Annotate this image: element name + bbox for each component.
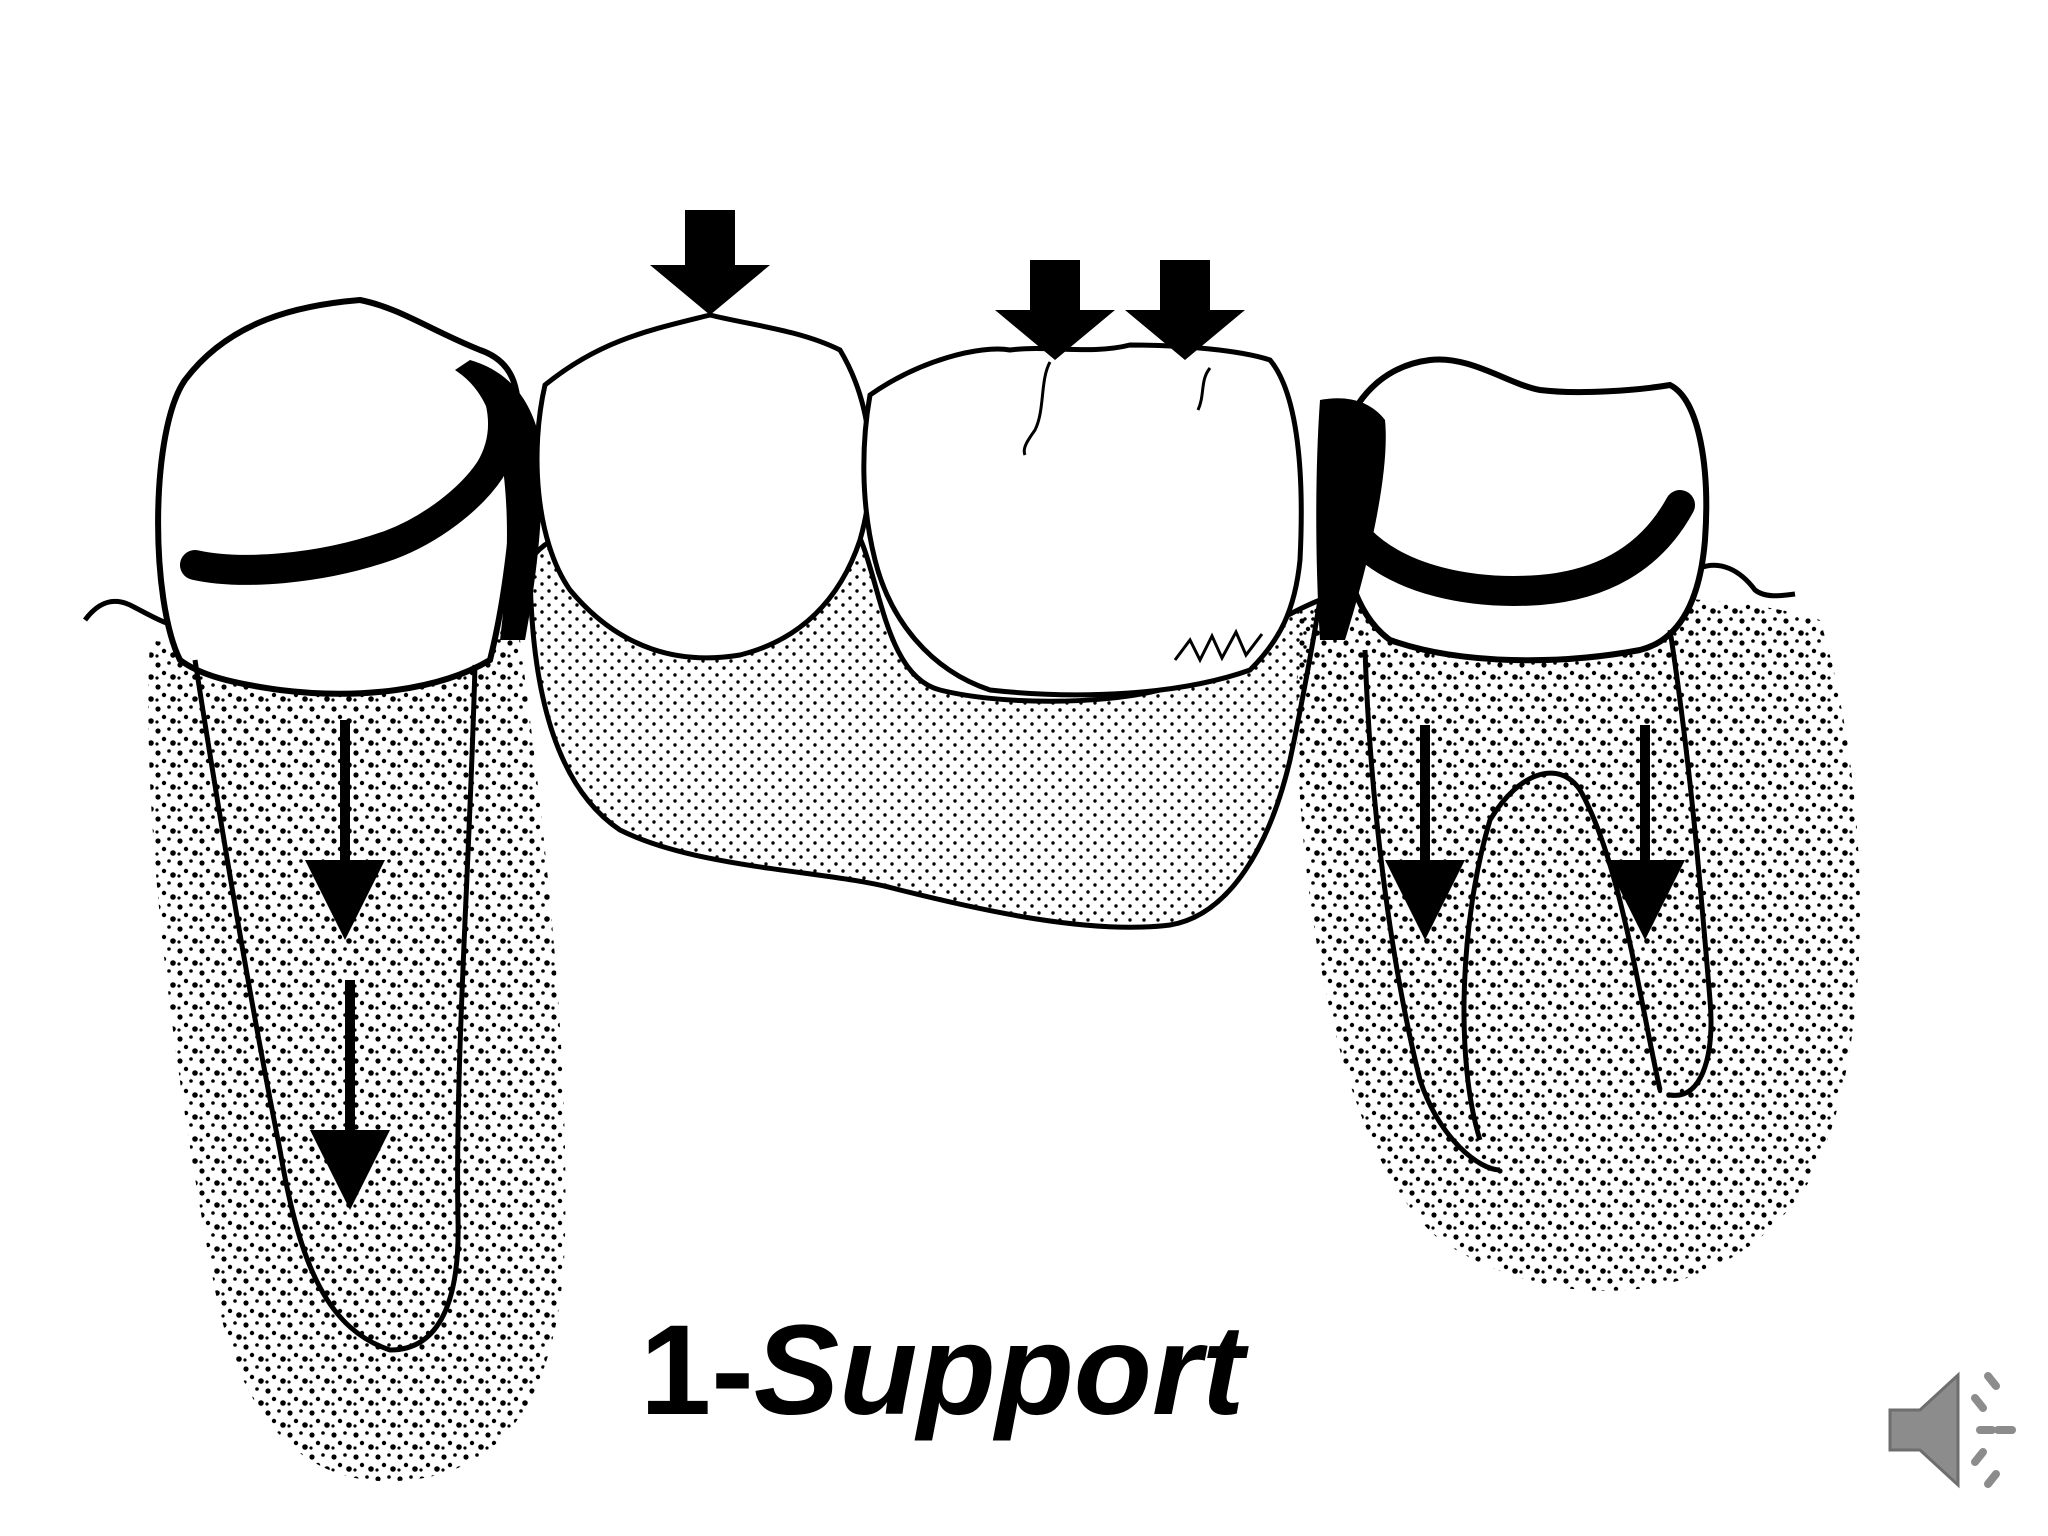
speaker-waves xyxy=(1971,1372,2016,1488)
occlusal-load-arrow-1 xyxy=(650,210,770,315)
caption-word: Support xyxy=(753,1299,1245,1442)
left-minor-connector xyxy=(455,360,542,640)
occlusal-load-arrow-2 xyxy=(995,260,1115,360)
artificial-molar xyxy=(861,342,1304,698)
molar-base-marks xyxy=(1173,628,1264,664)
right-clasp-arm xyxy=(1345,490,1695,606)
gingiva-right xyxy=(1699,562,1796,599)
right-abutment-root xyxy=(1362,629,1714,1173)
molar-fissure-1 xyxy=(1022,361,1052,456)
caption-number: 1- xyxy=(640,1299,754,1442)
speaker-icon[interactable] xyxy=(1880,1360,2030,1500)
slide-caption: 1-Support xyxy=(640,1296,1400,1446)
molar-fissure-2 xyxy=(1196,367,1212,411)
occlusal-load-arrow-3 xyxy=(1125,260,1245,360)
right-abutment-crown xyxy=(1336,356,1710,664)
left-abutment-root xyxy=(192,659,478,1353)
left-abutment-crown xyxy=(155,296,522,697)
bone-left xyxy=(148,600,566,1482)
artificial-premolar xyxy=(534,312,873,661)
bone-right xyxy=(1296,596,1860,1291)
speaker-body xyxy=(1888,1371,1960,1489)
right-minor-connector xyxy=(1316,398,1386,640)
